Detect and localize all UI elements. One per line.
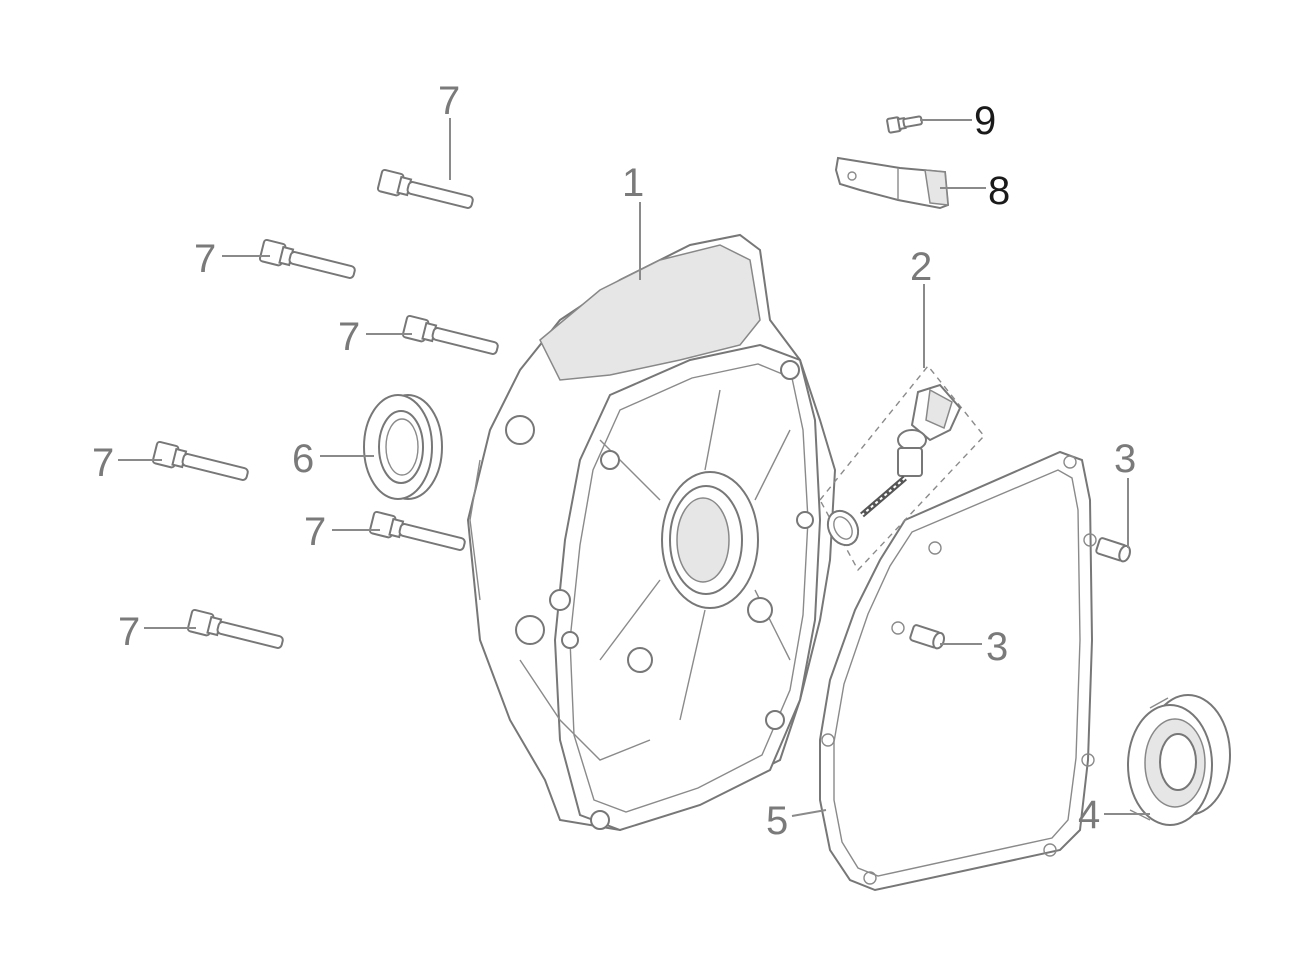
small-bolt[interactable] — [886, 113, 923, 134]
callout-bolt-b: 7 — [194, 237, 216, 281]
callout-bolt-e: 7 — [304, 510, 326, 554]
bolt-d[interactable] — [151, 440, 250, 485]
bolt-f[interactable] — [186, 608, 285, 653]
callout-gasket: 5 — [766, 799, 788, 843]
gasket[interactable] — [819, 450, 1097, 892]
callout-dowel-pin-mid: 3 — [986, 625, 1008, 669]
callout-labels: 7 7 7 7 7 7 6 1 2 3 3 4 5 8 9 — [92, 79, 1136, 843]
callout-small-bolt: 9 — [974, 99, 996, 143]
bolt-a[interactable] — [376, 168, 475, 213]
callout-bolt-d: 7 — [92, 441, 114, 485]
dowel-pin-top[interactable] — [1095, 537, 1132, 563]
callout-bearing: 4 — [1078, 793, 1100, 837]
bolt-e[interactable] — [368, 510, 467, 555]
oil-seal[interactable] — [363, 394, 443, 500]
callout-crankcase-cover: 1 — [622, 161, 644, 205]
callout-dowel-pin-top: 3 — [1114, 437, 1136, 481]
callout-oil-dipstick: 2 — [910, 245, 932, 289]
leader-lines — [118, 118, 1150, 817]
callout-bolt-f: 7 — [118, 610, 140, 654]
callout-bracket: 8 — [988, 169, 1010, 213]
callout-oil-seal: 6 — [292, 437, 314, 481]
bolt-c[interactable] — [401, 314, 500, 359]
bracket[interactable] — [834, 156, 950, 210]
dowel-pin-mid[interactable] — [909, 624, 946, 650]
crankcase-cover[interactable] — [466, 233, 837, 832]
oil-dipstick[interactable] — [819, 364, 985, 572]
callout-bolt-a: 7 — [438, 79, 460, 123]
bearing[interactable] — [1127, 694, 1231, 826]
callout-bolt-c: 7 — [338, 315, 360, 359]
bolt-b[interactable] — [258, 238, 357, 283]
